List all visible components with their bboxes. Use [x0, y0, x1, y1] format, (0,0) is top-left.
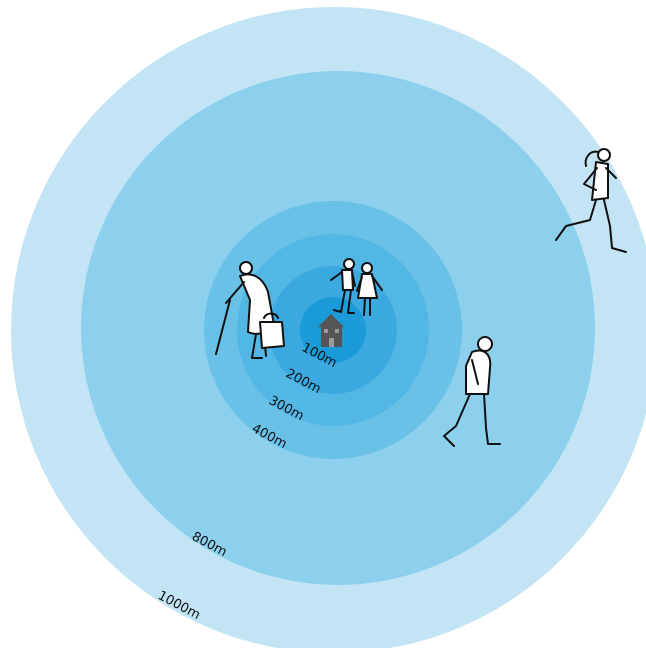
walking-distance-diagram: 100m 200m 300m 400m 800m 1000m: [0, 0, 646, 648]
distance-rings-svg: 100m 200m 300m 400m 800m 1000m: [0, 0, 646, 648]
